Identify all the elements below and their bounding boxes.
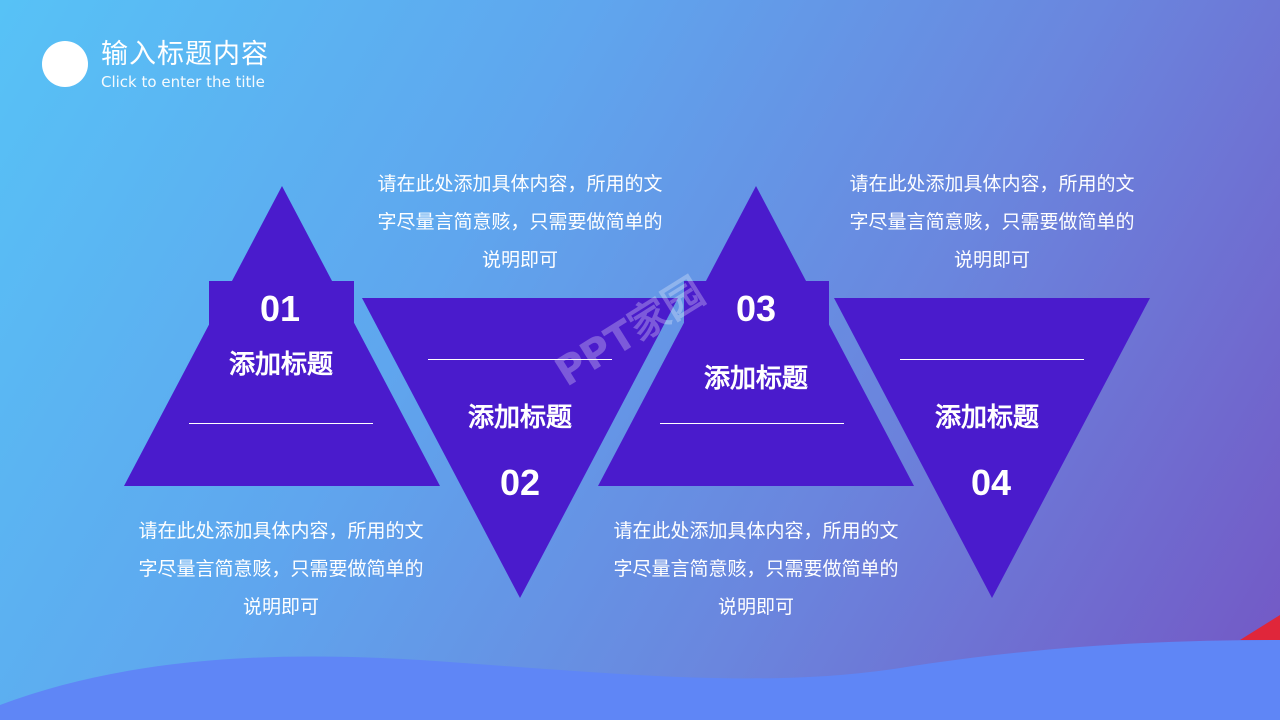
- item-4-description[interactable]: 请在此处添加具体内容，所用的文字尽量言简意赅，只需要做简单的说明即可: [849, 173, 1135, 271]
- item-3-heading[interactable]: 添加标题: [703, 364, 808, 394]
- page-title[interactable]: 输入标题内容: [101, 39, 269, 70]
- title-dot: [42, 41, 88, 87]
- item-4-number: 04: [970, 462, 1012, 503]
- shape-item-3: [598, 186, 914, 486]
- shape-item-4: [834, 298, 1150, 598]
- page-subtitle[interactable]: Click to enter the title: [101, 73, 265, 91]
- item-3-description[interactable]: 请在此处添加具体内容，所用的文字尽量言简意赅，只需要做简单的说明即可: [613, 520, 899, 618]
- item-2-description[interactable]: 请在此处添加具体内容，所用的文字尽量言简意赅，只需要做简单的说明即可: [377, 173, 663, 271]
- shape-item-2: [362, 298, 678, 598]
- item-2-heading[interactable]: 添加标题: [467, 403, 572, 433]
- item-2-divider: [428, 359, 612, 360]
- item-4-heading[interactable]: 添加标题: [934, 403, 1039, 433]
- item-1-description[interactable]: 请在此处添加具体内容，所用的文字尽量言简意赅，只需要做简单的说明即可: [138, 520, 424, 618]
- item-2-number: 02: [499, 462, 541, 503]
- item-3-number: 03: [735, 288, 777, 329]
- item-3-divider: [660, 423, 844, 424]
- shape-item-1: [124, 186, 440, 486]
- item-1-divider: [189, 423, 373, 424]
- red-accent: [1240, 615, 1280, 640]
- item-4-divider: [900, 359, 1084, 360]
- bottom-wave: [0, 640, 1280, 720]
- item-1-number: 01: [259, 288, 301, 329]
- item-1-heading[interactable]: 添加标题: [228, 350, 333, 380]
